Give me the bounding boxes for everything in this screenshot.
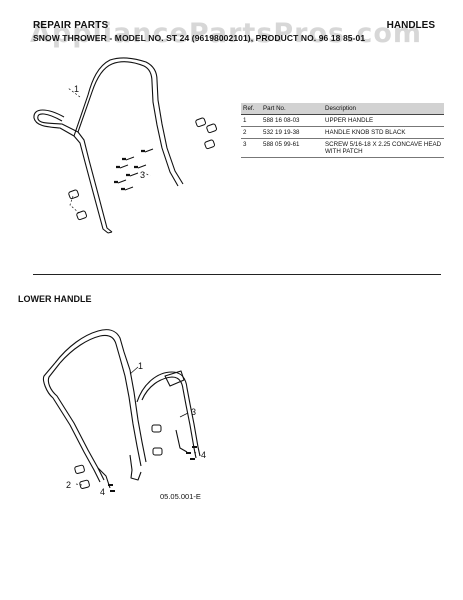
figure-code: 05.05.001-E	[160, 492, 201, 501]
lower-upper-handle-bar	[42, 362, 101, 483]
lower-handle-title: LOWER HANDLE	[18, 294, 92, 304]
description-cell: UPPER HANDLE	[323, 114, 444, 127]
table-row: 2 532 19 19-38 HANDLE KNOB STD BLACK	[241, 126, 444, 139]
column-header-part-no: Part No.	[261, 103, 323, 115]
callout-4: 4	[201, 450, 206, 460]
callout-1: 1	[138, 361, 143, 371]
section-divider	[33, 274, 441, 275]
description-cell: SCREW 5/16-18 X 2.25 CONCAVE HEAD WITH P…	[323, 138, 444, 158]
part-no-cell: 532 19 19-38	[261, 126, 323, 139]
part-no-cell: 588 05 99-61	[261, 138, 323, 158]
upper-handle-bar	[37, 113, 113, 233]
ref-cell: 3	[241, 138, 261, 158]
model-line: SNOW THROWER - MODEL NO. ST 24 (96198002…	[33, 33, 366, 43]
description-cell: HANDLE KNOB STD BLACK	[323, 126, 444, 139]
section-title: REPAIR PARTS	[33, 20, 109, 31]
bolt-part	[108, 446, 197, 492]
callout-4: 4	[100, 487, 105, 497]
table-row: 3 588 05 99-61 SCREW 5/16-18 X 2.25 CONC…	[241, 138, 444, 158]
table-header-row: Ref. Part No. Description	[241, 103, 444, 115]
ref-cell: 2	[241, 126, 261, 139]
category-title: HANDLES	[386, 20, 435, 31]
callout-3: 3	[140, 170, 145, 180]
screw-part	[114, 149, 145, 191]
callout-3: 3	[191, 407, 196, 417]
callout-1: 1	[74, 84, 79, 94]
lower-handle-bar	[141, 376, 197, 459]
knob-part	[74, 464, 85, 474]
parts-table: Ref. Part No. Description 1 588 16 08-03…	[241, 103, 444, 158]
column-header-ref: Ref.	[241, 103, 261, 115]
watermark: AppliancePartsPros.com	[30, 18, 423, 49]
ref-cell: 1	[241, 114, 261, 127]
knob-part	[195, 117, 207, 128]
callout-2: 2	[66, 480, 71, 490]
table-row: 1 588 16 08-03 UPPER HANDLE	[241, 114, 444, 127]
part-no-cell: 588 16 08-03	[261, 114, 323, 127]
column-header-description: Description	[323, 103, 444, 115]
